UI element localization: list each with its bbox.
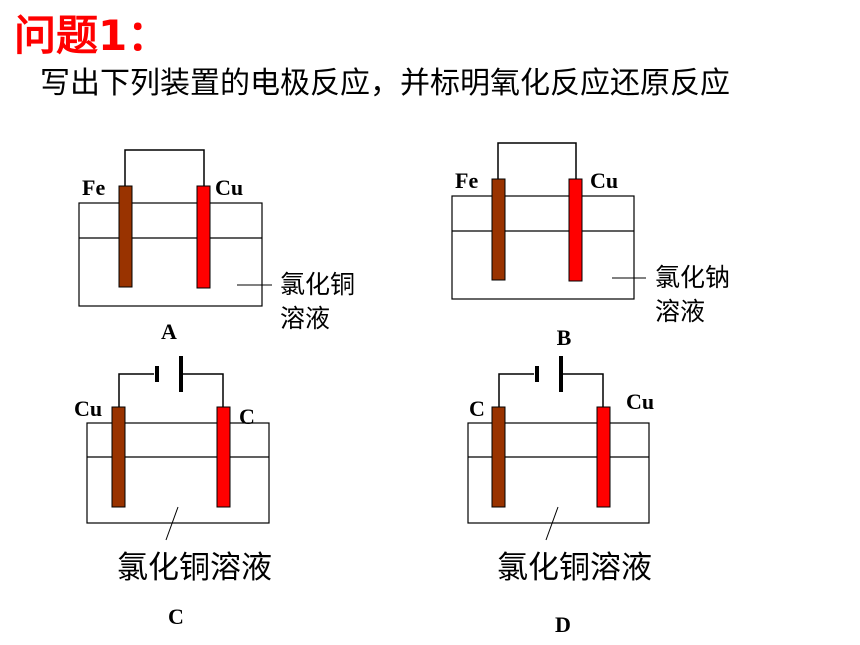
setup-a-solution-line1: 氯化铜 [280, 270, 355, 299]
setup-b-solution-line2: 溶液 [655, 297, 705, 326]
setup-c-right-electrode-label: C [239, 404, 255, 429]
setup-d-wire-right [562, 373, 604, 407]
setup-c-left-electrode [111, 406, 126, 508]
setup-a-container [78, 202, 263, 307]
setup-c-container [86, 422, 270, 524]
setup-b: Fe Cu 氯化钠 溶液 B [451, 142, 730, 350]
page-title: 问题1： [14, 11, 170, 60]
setup-c-wire-left [118, 373, 154, 407]
setup-c-label: C [168, 604, 184, 629]
setup-b-right-electrode-label: Cu [590, 168, 618, 193]
setup-b-container [451, 195, 635, 300]
setup-c-left-electrode-label: Cu [74, 396, 102, 421]
setup-d-wire-left [498, 373, 534, 407]
setup-a-left-electrode-label: Fe [82, 175, 105, 200]
setup-d-left-electrode [491, 406, 506, 508]
setup-d-solution-pointer [545, 506, 559, 541]
setup-b-right-electrode [568, 178, 583, 282]
setup-d-container [467, 422, 650, 524]
setup-d-solution-label: 氯化铜溶液 [497, 550, 652, 586]
setup-c-right-electrode [216, 406, 231, 508]
setup-d: C Cu 氯化铜溶液 D [467, 356, 654, 637]
setup-b-solution-line1: 氯化钠 [655, 263, 730, 292]
setup-d-right-electrode-label: Cu [626, 389, 654, 414]
setup-a-right-electrode-label: Cu [215, 175, 243, 200]
setup-b-label: B [557, 325, 572, 350]
question-text: 写出下列装置的电极反应，并标明氧化反应还原反应 [40, 66, 730, 101]
setup-d-right-electrode [596, 406, 611, 508]
setup-a-left-electrode [118, 185, 133, 288]
setup-b-wire [497, 142, 577, 179]
setup-a: Fe Cu 氯化铜 溶液 A [78, 149, 355, 344]
setup-c-solution-pointer [165, 506, 179, 541]
setup-a-label: A [161, 319, 177, 344]
setup-a-right-electrode [196, 185, 211, 289]
setup-a-solution-line2: 溶液 [280, 304, 330, 333]
setup-d-label: D [555, 612, 571, 637]
setup-b-left-electrode-label: Fe [455, 168, 478, 193]
setup-a-wire [124, 149, 205, 186]
setup-c: Cu C 氯化铜溶液 C [74, 356, 272, 629]
setup-c-solution-label: 氯化铜溶液 [117, 550, 272, 586]
setup-d-left-electrode-label: C [469, 396, 485, 421]
setup-c-wire-right [182, 373, 224, 407]
setup-b-left-electrode [491, 178, 506, 281]
